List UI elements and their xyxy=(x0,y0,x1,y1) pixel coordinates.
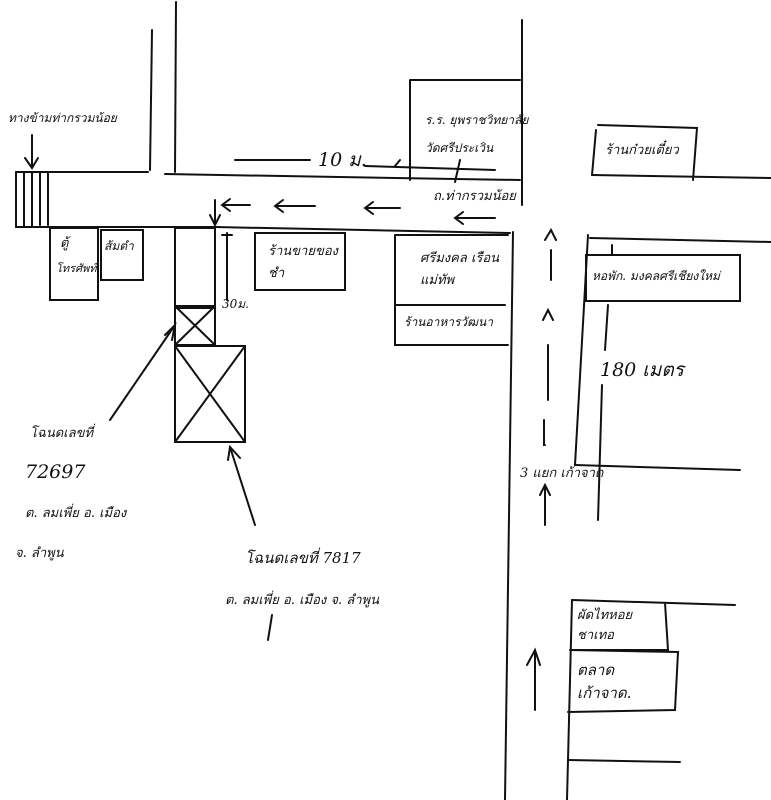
block-edge xyxy=(574,464,741,471)
arrow-down-icon xyxy=(209,199,221,228)
land-plot-7817 xyxy=(174,345,246,443)
distance-line-180m xyxy=(597,244,613,521)
grocery-label: ร้านขายของ xyxy=(268,244,339,259)
arrow-up-icon xyxy=(544,227,557,281)
market-box xyxy=(567,649,681,763)
arrow-left-icon xyxy=(220,198,251,212)
market-label-2: เก้าจาด. xyxy=(577,684,632,702)
phone-booth-label: ตู้ xyxy=(60,236,69,251)
deed-a-line1: ต. ลมเพี่ย อ. เมือง xyxy=(25,506,127,521)
dormitory-label: หอพัก. มงคลศรีเชียงใหม่ xyxy=(592,269,720,283)
road-name: ถ.ท่ากรวมน้อย xyxy=(433,189,516,204)
junction-label: 3 แยก เก้าจาด xyxy=(520,466,604,481)
arrow-left-icon xyxy=(363,201,401,215)
land-plot-72697 xyxy=(174,305,216,346)
noodle-shop-box xyxy=(591,124,771,181)
arrow-left-icon xyxy=(453,211,496,225)
phone-booth-box xyxy=(49,227,99,301)
school-label: ร.ร. ยุพราชวิทยาลัย xyxy=(425,113,529,127)
dormitory-box xyxy=(585,254,741,302)
distance-line-30m xyxy=(221,232,233,301)
arrow-up-icon xyxy=(542,307,554,401)
padthai-label-2: ชาเทอ xyxy=(577,628,614,643)
arrow-up-icon xyxy=(526,647,541,711)
lot-strip xyxy=(174,227,216,309)
road-edge xyxy=(15,171,521,181)
restaurant-label: ร้านอาหารวัฒนา xyxy=(404,315,493,329)
noodle-shop-label: ร้านก๋วยเตี๋ยว xyxy=(605,143,679,158)
distance-180m: 180 เมตร xyxy=(600,359,684,381)
distance-30m: 30ม. xyxy=(222,297,249,311)
grocery-label-2: ชำ xyxy=(268,266,285,281)
phone-booth-label-2: โทรศัพท์ xyxy=(56,262,97,275)
pointer-line xyxy=(227,444,256,526)
school-label-2: วัดศรีประเวิน xyxy=(425,141,494,155)
arrow-left-icon xyxy=(273,199,316,213)
arrow-up-icon xyxy=(539,482,551,526)
road-edge xyxy=(149,29,153,171)
house-restaurant-box xyxy=(394,234,509,346)
tick-mark xyxy=(267,614,273,641)
road-edge xyxy=(174,1,177,173)
road-edge xyxy=(504,231,514,800)
house-label-2: แม่ทัพ xyxy=(420,273,455,288)
deed-a-line2: จ. ลำพูน xyxy=(15,546,64,561)
deed-b-title: โฉนดเลขที่ 7817 xyxy=(245,549,361,567)
deed-a-title: โฉนดเลขที่ xyxy=(30,426,94,441)
pointer-line xyxy=(109,321,177,421)
arrow-down-icon xyxy=(24,134,39,170)
arrow-up-icon xyxy=(543,419,546,446)
distance-line-10m xyxy=(234,159,496,183)
crosswalk xyxy=(15,171,49,228)
deed-b-line1: ต. ลมเพี่ย อ. เมือง จ. ลำพูน xyxy=(225,593,379,608)
house-label: ศรีมงคล เรือน xyxy=(420,251,500,266)
block-edge xyxy=(589,237,771,243)
grocery-box xyxy=(254,232,346,291)
somtam-box xyxy=(100,229,144,281)
market-label: ตลาด xyxy=(577,661,615,679)
padthai-label: ผัดไทหอย xyxy=(577,608,633,623)
crosswalk-label: ทางข้ามท่ากรวมน้อย xyxy=(8,111,117,125)
distance-10m: 10 ม. xyxy=(318,149,367,171)
school-box xyxy=(409,79,521,181)
deed-a-number: 72697 xyxy=(25,461,86,483)
somtam-label: ส้มตำ xyxy=(104,239,134,253)
